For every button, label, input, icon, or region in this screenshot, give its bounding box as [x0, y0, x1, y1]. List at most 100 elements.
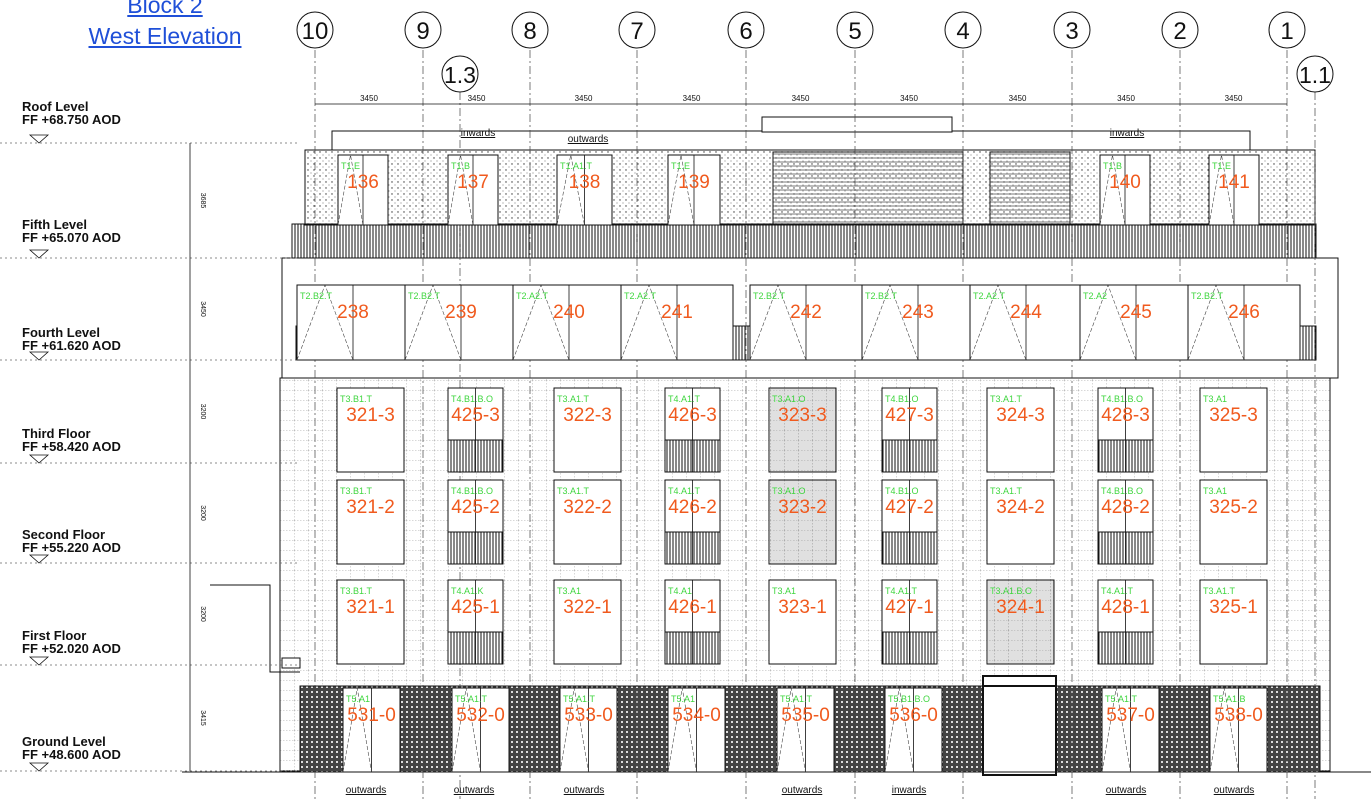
bay-dimension: 3450	[900, 94, 918, 103]
unit-number: 426-2	[668, 497, 717, 518]
unit-type-label: T1.E	[341, 161, 360, 171]
unit-number: 243	[902, 302, 934, 323]
unit-type-label: T2.B2.T	[753, 291, 786, 301]
unit-number: 240	[553, 302, 585, 323]
window-frame	[553, 479, 622, 565]
unit-number: 325-1	[1209, 597, 1258, 618]
unit-number: 533-0	[564, 705, 613, 726]
window-frame	[336, 579, 405, 665]
grid-label: 4	[956, 18, 969, 45]
unit-number: 321-1	[346, 597, 395, 618]
door-swing	[342, 687, 372, 773]
unit-type-label: T2.B2.T	[408, 291, 441, 301]
unit-number: 324-2	[996, 497, 1045, 518]
unit-type-label: T4.A1.T	[885, 586, 918, 596]
unit-type-label: T4.A1	[668, 586, 692, 596]
unit-type-label: T3.A1.T	[990, 486, 1023, 496]
level-name: Fifth Level	[22, 217, 88, 232]
door-swing-tag: inwards	[892, 785, 926, 796]
door-swing	[559, 687, 589, 773]
grid-label: 1.3	[444, 62, 476, 88]
level-ff: FF +48.600 AOD	[22, 747, 121, 762]
unit-type-label: T3.A1	[557, 586, 581, 596]
window-frame	[553, 579, 622, 665]
unit-type-label: T2.A2.T	[624, 291, 657, 301]
storey-height: 3415	[199, 710, 206, 726]
door-swing-tag: outwards	[1214, 785, 1255, 796]
unit-number: 428-2	[1101, 497, 1150, 518]
balcony-railing	[881, 439, 938, 473]
unit-number: 428-3	[1101, 405, 1150, 426]
grid-label: 10	[302, 18, 329, 45]
grid-label: 1.1	[1299, 62, 1331, 88]
level-ff: FF +65.070 AOD	[22, 230, 121, 245]
bay-dimension: 3450	[1117, 94, 1135, 103]
unit-type-label: T4.B1.B.O	[1101, 486, 1143, 496]
door-swing-tag: inwards	[1110, 128, 1144, 139]
unit-number: 322-2	[563, 497, 612, 518]
level-marker-icon	[28, 249, 50, 259]
drawing-title-block[interactable]: Block 2	[127, 0, 203, 18]
unit-type-label: T3.A1.T	[557, 394, 590, 404]
unit-number: 140	[1109, 172, 1141, 193]
unit-number: 238	[337, 302, 369, 323]
grid-label: 2	[1173, 18, 1186, 45]
unit-number: 534-0	[672, 705, 721, 726]
unit-type-label: T3.B1.T	[340, 486, 373, 496]
balcony-railing	[1097, 531, 1154, 565]
unit-type-label: T4.B1.B.O	[451, 394, 493, 404]
level-marker-icon	[28, 762, 50, 772]
unit-number: 532-0	[456, 705, 505, 726]
unit-type-label: T4.B1.O	[885, 486, 919, 496]
unit-number: 535-0	[781, 705, 830, 726]
balcony-railing	[447, 531, 504, 565]
level-name: Ground Level	[22, 734, 106, 749]
unit-number: 538-0	[1214, 705, 1263, 726]
balcony-railing	[881, 631, 938, 665]
unit-number: 323-3	[778, 405, 827, 426]
unit-number: 245	[1120, 302, 1152, 323]
door-swing-tag: outwards	[346, 785, 387, 796]
door-swing	[861, 284, 919, 361]
bay-dimension: 3450	[575, 94, 593, 103]
unit-number: 428-1	[1101, 597, 1150, 618]
balcony-railing	[881, 531, 938, 565]
balcony-railing	[664, 439, 721, 473]
unit-type-label: T2.B2.T	[300, 291, 333, 301]
unit-type-label: T2.A2	[1083, 291, 1107, 301]
bay-dimension: 3450	[1225, 94, 1243, 103]
unit-type-label: T3.A1	[772, 586, 796, 596]
level-marker-icon	[28, 351, 50, 361]
door-swing	[1101, 687, 1131, 773]
grid-label: 6	[739, 18, 752, 45]
grid-bubble	[727, 11, 765, 49]
balcony-railing	[1097, 439, 1154, 473]
balcony-railing	[447, 439, 504, 473]
drawing-title-elevation[interactable]: West Elevation	[88, 23, 242, 49]
grid-label: 5	[848, 18, 861, 45]
bay-dimension: 3450	[468, 94, 486, 103]
unit-number: 321-3	[346, 405, 395, 426]
unit-type-label: T4.A1.T	[668, 394, 701, 404]
unit-type-label: T1.B	[451, 161, 470, 171]
level-name: Fourth Level	[22, 325, 101, 340]
unit-type-label: T4.B1.B.O	[451, 486, 493, 496]
unit-number: 324-1	[996, 597, 1045, 618]
unit-type-label: T3.A1	[1203, 486, 1227, 496]
unit-type-label: T4.A1.T	[1101, 586, 1134, 596]
grid-bubble	[944, 11, 982, 49]
window-frame	[336, 387, 405, 473]
level-marker-icon	[28, 454, 50, 464]
door-swing-tag: outwards	[568, 134, 609, 145]
unit-number: 246	[1228, 302, 1260, 323]
balcony-railing	[1097, 631, 1154, 665]
grid-bubble	[441, 55, 479, 93]
unit-type-label: T5.A1	[346, 694, 370, 704]
level-ff: FF +68.750 AOD	[22, 112, 121, 127]
window-frame	[986, 387, 1055, 473]
balcony-railing	[664, 531, 721, 565]
door-swing	[667, 687, 697, 773]
